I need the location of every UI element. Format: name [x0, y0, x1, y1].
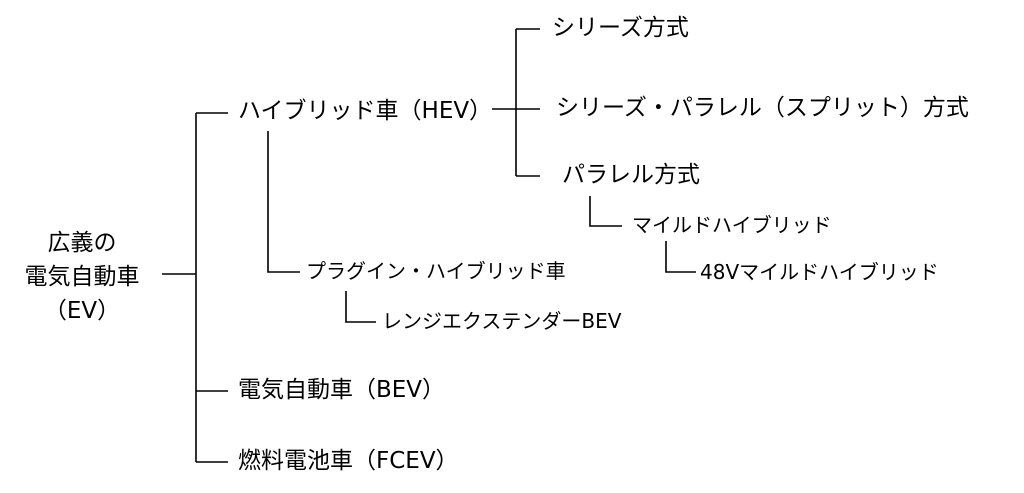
node-mild-hybrid: マイルドハイブリッド — [632, 213, 832, 237]
root-line-3: （EV） — [43, 298, 121, 324]
node-series-parallel: シリーズ・パラレル（スプリット）方式 — [556, 95, 969, 121]
root-label: 広義の 電気自動車 （EV） — [8, 226, 156, 328]
root-line-2: 電気自動車 — [24, 264, 140, 290]
node-bev: 電気自動車（BEV） — [238, 377, 446, 403]
connector-48v — [665, 241, 696, 273]
node-phev: プラグイン・ハイブリッド車 — [306, 259, 566, 283]
node-series: シリーズ方式 — [552, 15, 689, 41]
node-range-extender: レンジエクステンダーBEV — [382, 309, 622, 333]
connector-phev — [267, 131, 300, 273]
node-fcev: 燃料電池車（FCEV） — [238, 448, 459, 474]
node-mild-hybrid-48v: 48Vマイルドハイブリッド — [700, 260, 939, 284]
connector-range-extender — [345, 291, 376, 323]
connector-mild-hybrid — [589, 196, 622, 227]
node-hev: ハイブリッド車（HEV） — [238, 98, 493, 124]
root-line-1: 広義の — [47, 230, 117, 256]
node-parallel: パラレル方式 — [562, 162, 700, 188]
